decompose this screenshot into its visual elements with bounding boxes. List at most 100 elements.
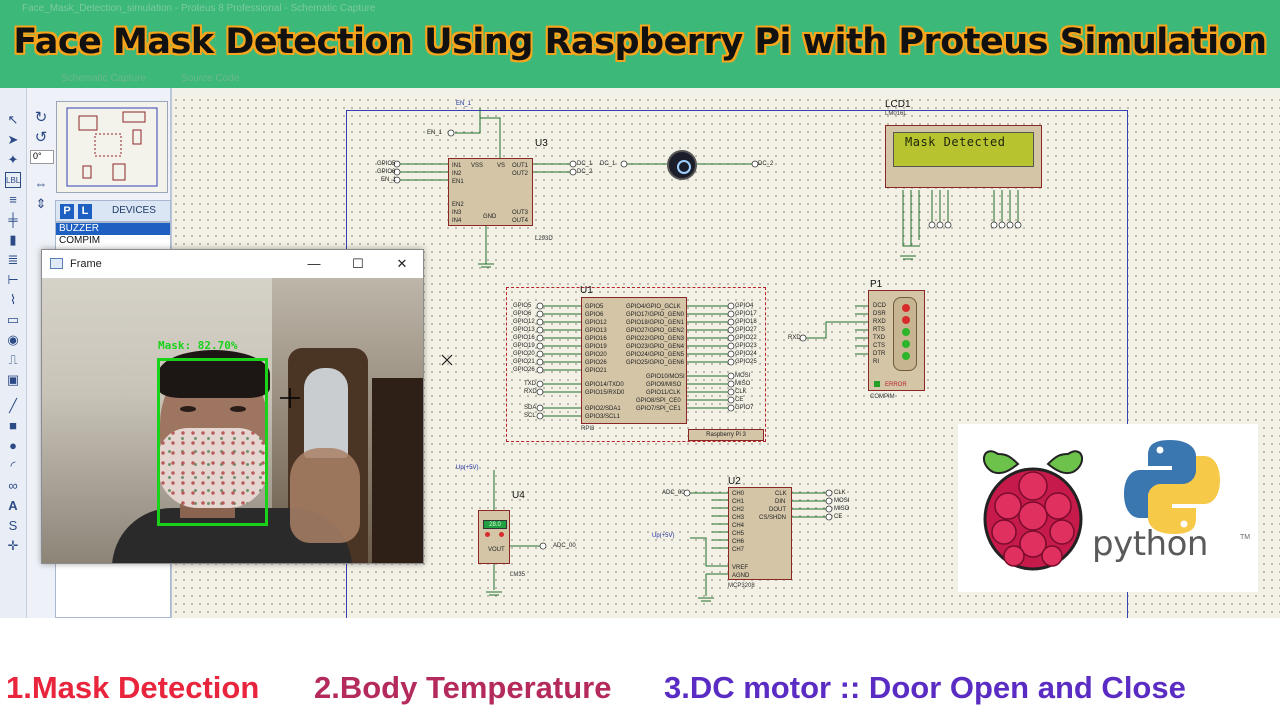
component-mode-icon[interactable]: ➤ <box>7 132 19 147</box>
rpi-pin-miso: GPIO9/MISO <box>646 382 682 388</box>
path-tool-icon[interactable]: ∞ <box>8 478 18 493</box>
pick-devices-button[interactable]: P <box>60 204 74 219</box>
lcd-screen: Mask Detected <box>893 132 1034 167</box>
junction-dot-icon[interactable]: ✦ <box>7 152 19 167</box>
tab-source-code[interactable]: Source Code <box>181 73 240 84</box>
overview-thumbnail <box>66 107 158 187</box>
net-gpio13: GPIO13 <box>513 327 535 333</box>
u3-pin-en1: EN1 <box>452 179 464 185</box>
face-mask <box>158 428 268 508</box>
text-tool-icon[interactable]: A <box>8 498 18 513</box>
mouse-crosshair-icon <box>280 388 300 408</box>
maximize-icon[interactable]: ☐ <box>352 256 364 271</box>
rpi-pin-gpio21: GPIO21 <box>585 368 607 374</box>
lcd-module[interactable]: Mask Detected <box>885 125 1042 188</box>
net-gpio19: GPIO19 <box>513 343 535 349</box>
rotate-clockwise-icon[interactable]: ↻ <box>34 109 48 126</box>
window-caption: Face_Mask_Detection_simulation - Proteus… <box>22 3 376 14</box>
p1-ref: P1 <box>870 279 883 290</box>
terminal-icon[interactable]: ≣ <box>7 252 19 267</box>
wire-label-icon[interactable]: LBL <box>5 172 21 188</box>
feature-body-temperature: 2.Body Temperature <box>314 670 612 705</box>
frame-titlebar[interactable]: Frame — ☐ ✕ <box>42 250 423 278</box>
frame-app-icon <box>50 258 63 269</box>
lm35-down-button[interactable] <box>485 532 490 537</box>
marker-tool-icon[interactable]: ✛ <box>7 538 19 553</box>
minimize-icon[interactable]: — <box>307 256 321 271</box>
detection-label: Mask: 82.70% <box>158 339 238 352</box>
p1-pin-rts: RTS <box>873 327 885 333</box>
p1-pin-dtr: DTR <box>873 351 886 357</box>
motor-net-left: DC_1 <box>600 161 616 167</box>
lm35-display: 28.0 <box>483 520 507 529</box>
mcp3208-adc[interactable]: CH0 CH1 CH2 CH3 CH4 CH5 CH6 CH7 VREF AGN… <box>728 487 792 580</box>
device-item-buzzer[interactable]: BUZZER <box>56 223 170 235</box>
u4-power-label: Up(+5V) <box>456 465 479 471</box>
library-manager-button[interactable]: L <box>78 204 92 219</box>
box-tool-icon[interactable]: ■ <box>9 418 17 433</box>
text-script-icon[interactable]: ≡ <box>9 192 17 207</box>
u2-pin-ch7: CH7 <box>732 547 745 553</box>
instrument-icon[interactable]: ▣ <box>6 372 20 387</box>
video-title: Face Mask Detection Using Raspberry Pi w… <box>13 22 1267 62</box>
right-eye <box>230 406 246 412</box>
frame-window[interactable]: Frame — ☐ ✕ Mask: 82.70% <box>41 249 424 564</box>
overview-window[interactable] <box>56 101 168 193</box>
net-rxd: RXD <box>524 389 537 395</box>
background-cabinet <box>372 378 423 563</box>
graph-icon[interactable]: ⌇ <box>9 292 17 307</box>
p1-pin-rxd: RXD <box>873 319 886 325</box>
angle-field[interactable]: 0° <box>30 150 54 164</box>
rpi-pin-gpio23: GPIO23/GPIO_GEN4 <box>626 344 685 350</box>
rpi-pin-gpio22: GPIO22/GPIO_GEN3 <box>626 336 685 342</box>
rpi-pin-gpio18: GPIO18/GPIO_GEN1 <box>626 320 685 326</box>
mode-toolbar: ↖ ➤ ✦ LBL ≡ ╪ ▮ ≣ ⊢ ⌇ ▭ ◉ ⎍ ▣ ╱ ■ ● ◜ ∞ … <box>0 88 27 618</box>
generator-icon[interactable]: ◉ <box>7 332 19 347</box>
tape-recorder-icon[interactable]: ▭ <box>6 312 20 327</box>
l293d-motor-driver[interactable]: IN1 IN2 EN1 EN2 IN3 IN4 VSS VS OUT1 OUT2… <box>448 158 533 226</box>
rpi-pin-gpio12: GPIO12 <box>585 320 607 326</box>
u3-pin-gnd: GND <box>483 214 497 220</box>
person-eyes <box>180 406 250 414</box>
u3-pin-vss: VSS <box>471 163 484 169</box>
bus-icon[interactable]: ╪ <box>8 212 18 227</box>
close-icon[interactable]: ✕ <box>396 256 408 271</box>
rotate-anticlockwise-icon[interactable]: ↺ <box>34 129 48 146</box>
device-pin-icon[interactable]: ⊢ <box>7 272 19 287</box>
net-gpio24: GPIO24 <box>735 351 757 357</box>
net-gpio12: GPIO12 <box>513 319 535 325</box>
net-gpio16: GPIO16 <box>513 335 535 341</box>
u3-pin-in1: IN1 <box>452 163 462 169</box>
net-scl: SCL <box>524 413 536 419</box>
u2-pin-agnd: AGND <box>732 573 750 579</box>
dc-motor[interactable] <box>667 150 697 180</box>
selection-mode-icon[interactable]: ↖ <box>7 112 19 127</box>
u3-ref: U3 <box>535 138 548 149</box>
arc-tool-icon[interactable]: ◜ <box>10 458 16 473</box>
net-gpio21: GPIO21 <box>513 359 535 365</box>
raspberry-pi-3-module[interactable]: GPIO5 GPIO6 GPIO12 GPIO13 GPIO16 GPIO19 … <box>581 297 687 424</box>
rpi-pin-gpio26: GPIO26 <box>585 360 607 366</box>
probe-icon[interactable]: ⎍ <box>8 352 18 367</box>
mirror-vertical-icon[interactable]: ⇕ <box>35 196 47 211</box>
line-tool-icon[interactable]: ╱ <box>9 398 17 413</box>
lm35-up-button[interactable] <box>499 532 504 537</box>
p1-pin-dsr: DSR <box>873 311 886 317</box>
motor-net-right: DC_2 <box>758 161 774 167</box>
u1-ref: U1 <box>580 285 593 296</box>
circle-tool-icon[interactable]: ● <box>9 438 17 453</box>
mirror-horizontal-icon[interactable]: ⇔ <box>34 176 48 191</box>
rpi-pin-scl: GPIO3/SCL1 <box>585 414 621 420</box>
u2-pin-ch1: CH1 <box>732 499 745 505</box>
device-item-compim[interactable]: COMPIM <box>59 235 101 246</box>
lm35-temperature-sensor[interactable]: 28.0 VOUT <box>478 510 510 564</box>
rpi-pin-gpio6: GPIO6 <box>585 312 604 318</box>
tab-schematic-capture[interactable]: Schematic Capture <box>61 73 147 84</box>
symbol-tool-icon[interactable]: S <box>8 518 18 533</box>
u2-net-ce: CE <box>834 514 843 520</box>
u2-net-clk: CLK <box>834 490 846 496</box>
subcircuit-icon[interactable]: ▮ <box>9 232 17 247</box>
rpi-pin-rxd: GPIO15/RXD0 <box>585 390 625 396</box>
document-tab-strip: Schematic Capture Source Code <box>0 70 1280 88</box>
